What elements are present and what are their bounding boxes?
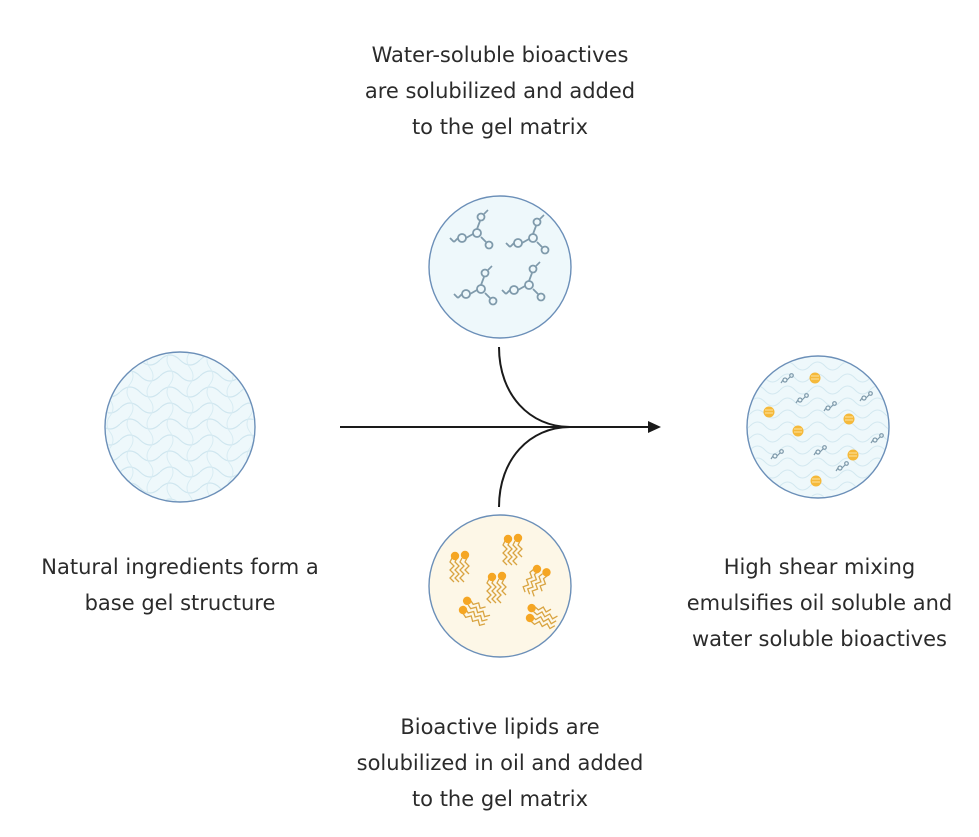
caption-line: emulsifies oil soluble and xyxy=(686,591,953,615)
gel-matrix-icon xyxy=(104,351,256,503)
caption-line: base gel structure xyxy=(84,591,276,615)
base-gel-caption: Natural ingredients form a base gel stru… xyxy=(10,549,350,621)
caption-line: to the gel matrix xyxy=(411,787,589,811)
lipids-caption: Bioactive lipids are solubilized in oil … xyxy=(300,709,700,817)
caption-line: to the gel matrix xyxy=(411,115,589,139)
emulsion-icon xyxy=(746,355,890,499)
connector-bottom xyxy=(498,426,571,508)
caption-line: Bioactive lipids are xyxy=(400,715,600,739)
high-shear-caption: High shear mixing emulsifies oil soluble… xyxy=(660,549,979,657)
caption-line: Natural ingredients form a xyxy=(41,555,319,579)
process-arrow xyxy=(340,421,661,433)
lipid-molecule-icon xyxy=(428,514,572,658)
caption-line: are solubilized and added xyxy=(364,79,636,103)
caption-line: water soluble bioactives xyxy=(692,627,947,651)
caption-line: High shear mixing xyxy=(723,555,916,579)
water-soluble-molecule-icon xyxy=(428,195,572,339)
caption-line: solubilized in oil and added xyxy=(356,751,644,775)
caption-line: Water-soluble bioactives xyxy=(371,43,629,67)
connector-top xyxy=(498,346,571,428)
water-soluble-caption: Water-soluble bioactives are solubilized… xyxy=(300,37,700,145)
